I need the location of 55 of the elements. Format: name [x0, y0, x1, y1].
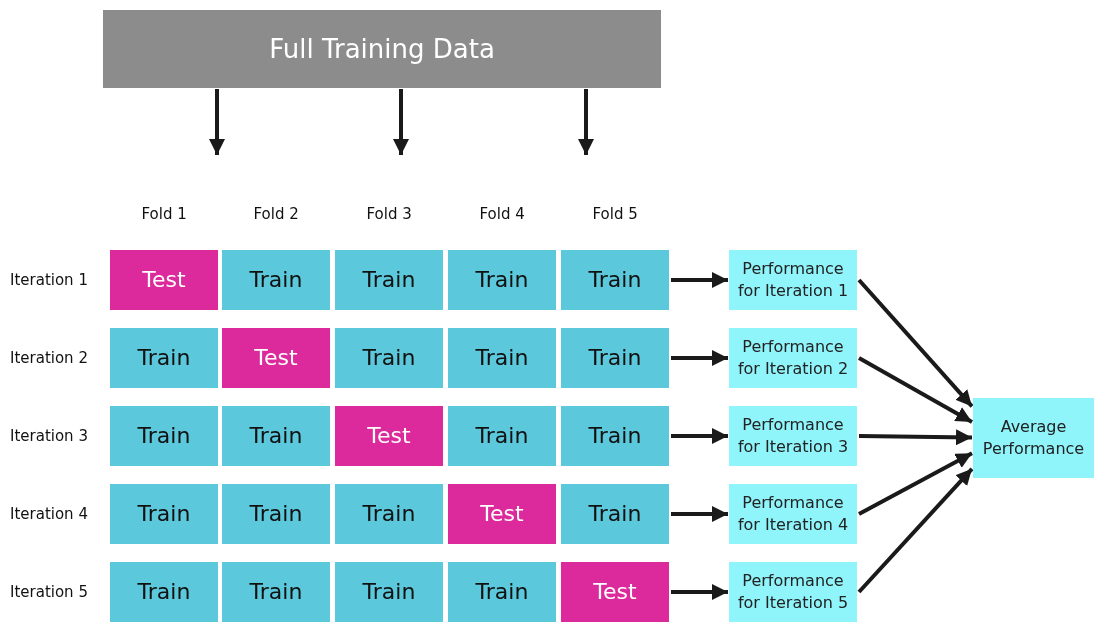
result-box: Performance for Iteration 3: [729, 406, 857, 466]
row-label: Iteration 4: [10, 505, 88, 523]
arrow: [858, 429, 973, 446]
arrow: [393, 89, 409, 155]
arrow: [858, 356, 973, 424]
column-label: Fold 5: [592, 205, 638, 223]
fold-box: Train: [448, 406, 556, 466]
column-label: Fold 1: [141, 205, 187, 223]
fold-box: Train: [222, 562, 330, 622]
fold-box: Train: [110, 328, 218, 388]
fold-box: Train: [335, 250, 443, 310]
arrow: [671, 428, 728, 444]
row-label: Iteration 1: [10, 271, 88, 289]
fold-box: Train: [335, 328, 443, 388]
fold-box: Train: [448, 562, 556, 622]
column-label: Fold 3: [366, 205, 412, 223]
fold-box: Train: [110, 562, 218, 622]
fold-box: Test: [448, 484, 556, 544]
fold-box: Train: [335, 484, 443, 544]
column-label: Fold 2: [253, 205, 299, 223]
fold-box: Test: [561, 562, 669, 622]
row-label: Iteration 2: [10, 349, 88, 367]
fold-box: Train: [561, 250, 669, 310]
fold-box: Train: [222, 250, 330, 310]
column-label: Fold 4: [479, 205, 525, 223]
fold-box: Train: [222, 406, 330, 466]
row-label: Iteration 5: [10, 583, 88, 601]
fold-box: Train: [448, 328, 556, 388]
arrow: [858, 451, 973, 516]
fold-box: Train: [561, 328, 669, 388]
fold-box: Train: [561, 484, 669, 544]
fold-box: Train: [561, 406, 669, 466]
data-bar: Full Training Data: [103, 10, 661, 88]
arrow: [857, 467, 974, 594]
result-box: Performance for Iteration 2: [729, 328, 857, 388]
result-box: Performance for Iteration 4: [729, 484, 857, 544]
result-box: Performance for Iteration 5: [729, 562, 857, 622]
fold-box: Test: [222, 328, 330, 388]
result-box: Performance for Iteration 1: [729, 250, 857, 310]
arrow: [857, 278, 974, 408]
fold-box: Train: [110, 484, 218, 544]
arrow: [209, 89, 225, 155]
fold-box: Train: [335, 562, 443, 622]
arrow: [671, 506, 728, 522]
arrow: [671, 584, 728, 600]
arrow: [578, 89, 594, 155]
fold-box: Train: [222, 484, 330, 544]
arrow: [671, 272, 728, 288]
fold-box: Test: [335, 406, 443, 466]
average-box: Average Performance: [973, 398, 1094, 478]
fold-box: Train: [110, 406, 218, 466]
row-label: Iteration 3: [10, 427, 88, 445]
arrow: [671, 350, 728, 366]
fold-box: Train: [448, 250, 556, 310]
fold-box: Test: [110, 250, 218, 310]
